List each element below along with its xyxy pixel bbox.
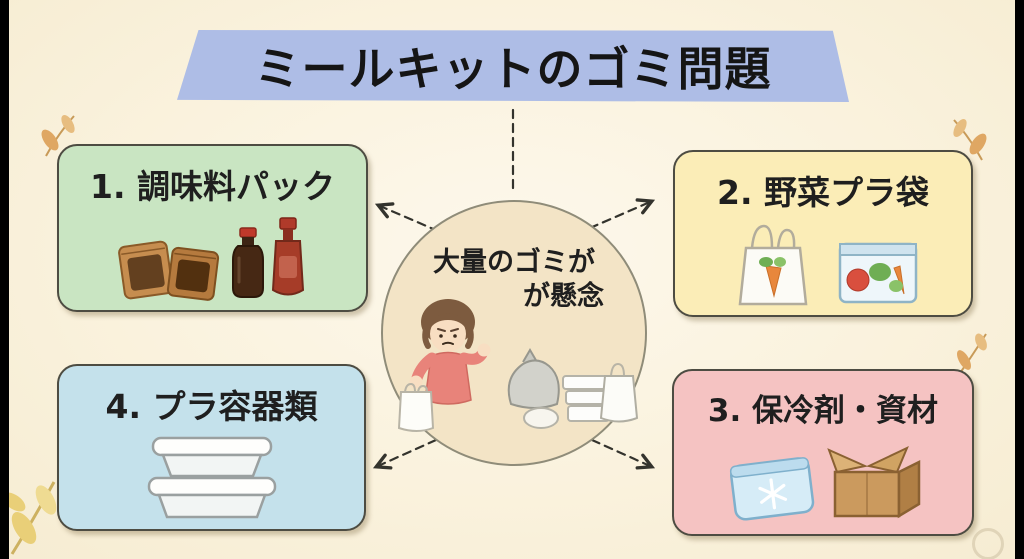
card-seasoning-packs: 1. 調味料パック xyxy=(57,144,368,312)
trash-pile-icon xyxy=(507,348,639,429)
worried-person-icon xyxy=(409,299,491,405)
chili-sauce-bottle-icon xyxy=(271,217,304,296)
vegetable-bag-icons xyxy=(738,224,918,306)
plastic-container-icon xyxy=(147,476,276,519)
worried-person-with-trash-illustration xyxy=(397,299,639,432)
seasoning-packet-icon xyxy=(117,240,173,300)
arrow-to-card-1 xyxy=(374,202,440,233)
concern-text-line2: が懸念 xyxy=(523,281,604,312)
left-letterbox-bar xyxy=(0,0,9,559)
watermark-circle xyxy=(972,528,1004,559)
leaf-decoration-top-left xyxy=(41,114,75,157)
card-vegetable-bags: 2. 野菜プラ袋 xyxy=(673,150,973,317)
held-plastic-bag-icon xyxy=(397,382,435,432)
card-4-label: 4. プラ容器類 xyxy=(105,387,318,426)
card-coolant-materials: 3. 保冷剤・資材 xyxy=(672,369,974,536)
seasoning-packet-icon xyxy=(166,246,219,301)
ice-pack-icon xyxy=(729,457,815,521)
leaf-decoration-top-right xyxy=(953,118,987,161)
card-3-label: 3. 保冷剤・資材 xyxy=(707,393,939,429)
card-plastic-containers: 4. プラ容器類 xyxy=(57,364,366,531)
seasoning-icons xyxy=(117,217,304,301)
plastic-carrier-bag-icon xyxy=(738,224,808,306)
container-icons xyxy=(147,436,276,519)
page-title: ミールキットのゴミ問題 xyxy=(254,42,772,96)
coolant-material-icons xyxy=(729,445,921,521)
right-letterbox-bar xyxy=(1015,0,1024,559)
plastic-container-icon xyxy=(151,436,272,478)
card-1-label: 1. 調味料パック xyxy=(90,167,335,206)
soy-sauce-bottle-icon xyxy=(231,227,264,298)
title-banner: ミールキットのゴミ問題 xyxy=(177,30,849,102)
concern-text-line1: 大量のゴミが xyxy=(433,247,595,278)
arrow-to-card-2 xyxy=(588,198,656,230)
card-2-label: 2. 野菜プラ袋 xyxy=(717,173,929,212)
ziplock-vegetable-bag-icon xyxy=(838,242,918,304)
center-concern-circle: 大量のゴミが が懸念 xyxy=(381,200,647,466)
cardboard-box-icon xyxy=(827,445,921,519)
